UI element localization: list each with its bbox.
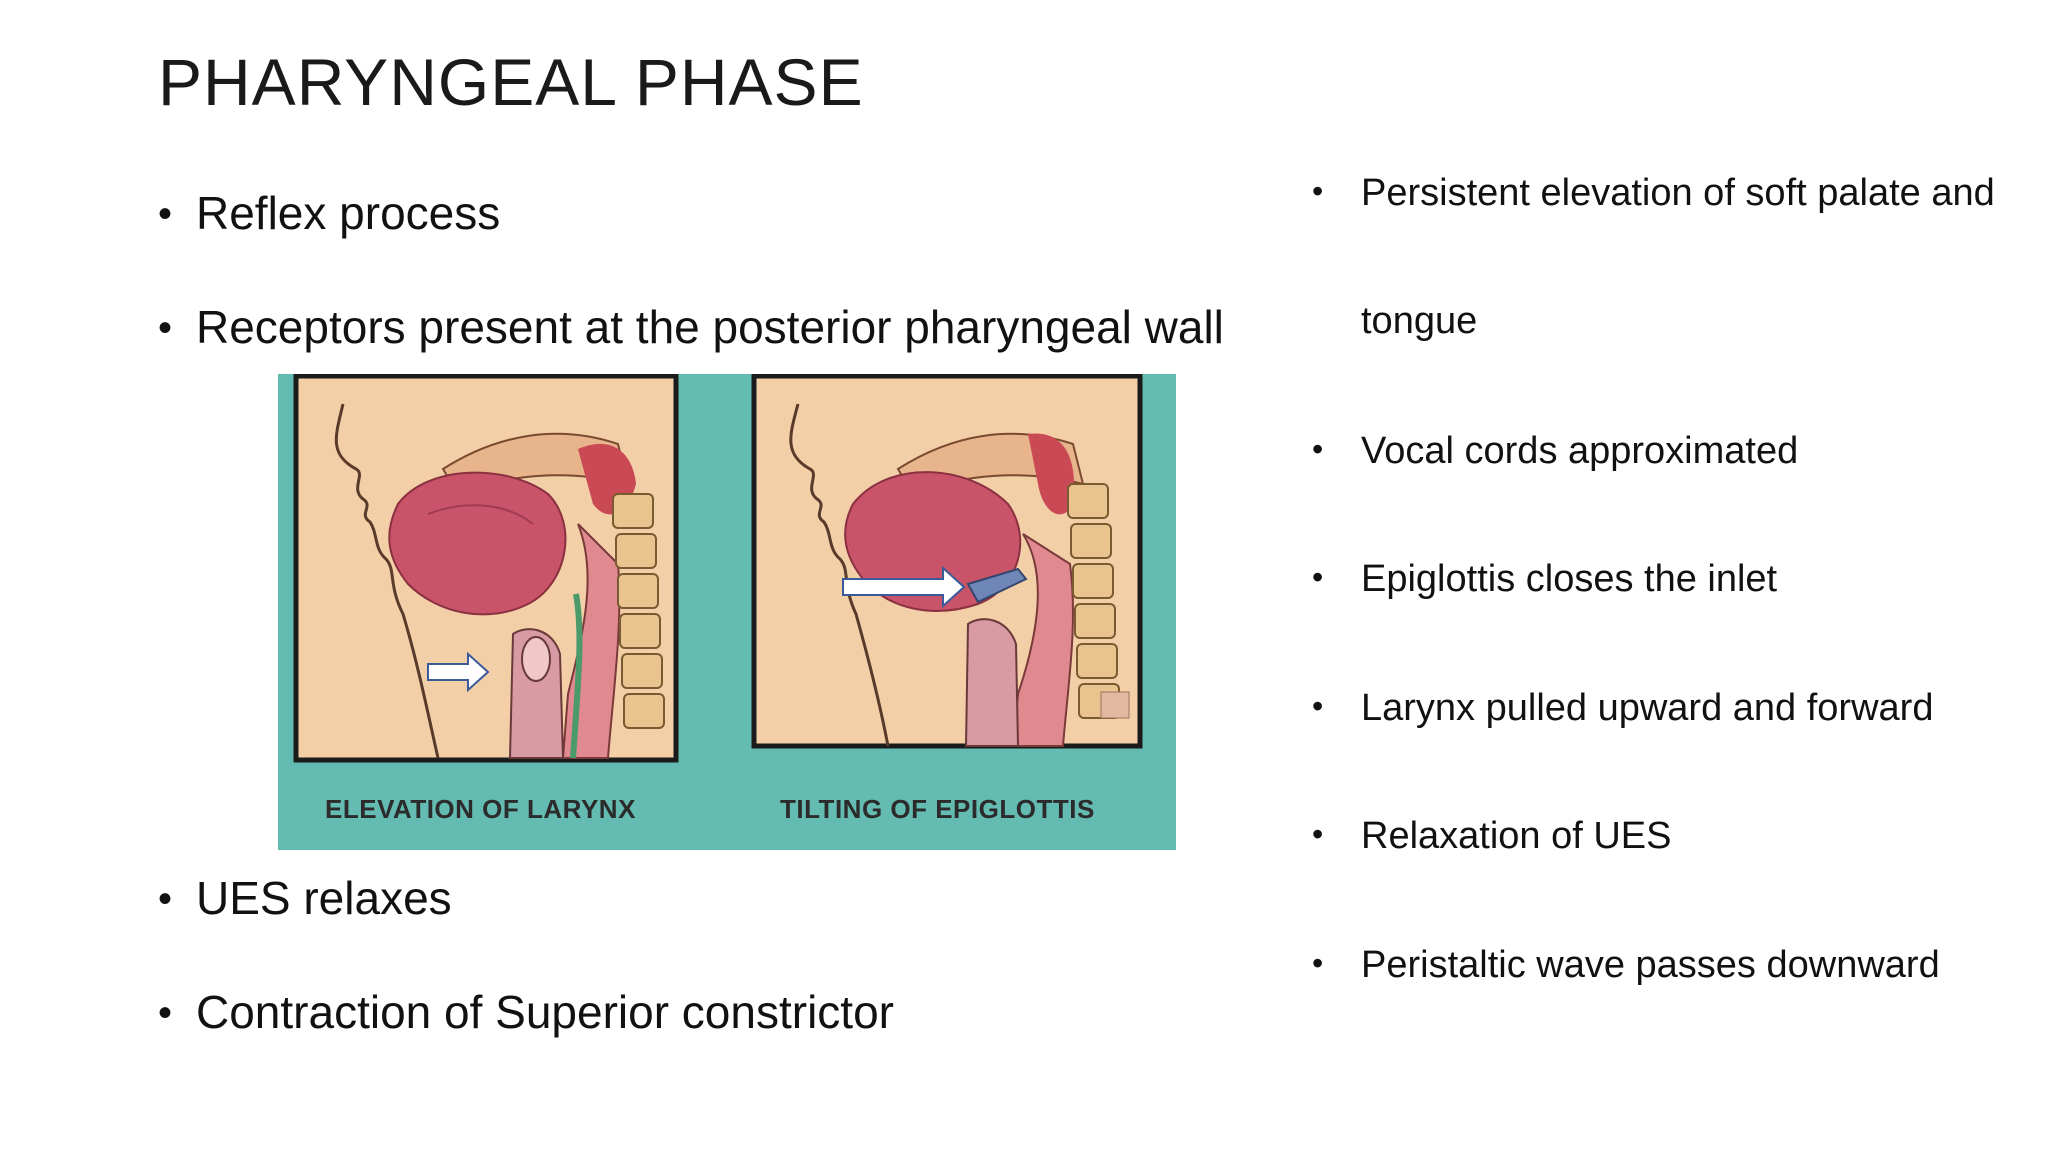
bullet-icon: • <box>158 192 173 236</box>
right-bullet-item: • Persistent elevation of soft palate and <box>1312 172 1995 215</box>
bullet-text: Receptors present at the posterior phary… <box>196 301 1224 353</box>
bullet-icon: • <box>1312 816 1324 852</box>
panel-elevation-of-larynx <box>293 374 679 763</box>
right-bullet-item: • Larynx pulled upward and forward <box>1312 687 1933 730</box>
bullet-text: Peristaltic wave passes downward <box>1361 944 1940 986</box>
left-bullet-item: • Receptors present at the posterior phar… <box>158 300 1224 354</box>
bullet-text: Contraction of Superior constrictor <box>196 986 894 1038</box>
right-bullet-item: • Epiglottis closes the inlet <box>1312 558 1777 601</box>
swallowing-diagram-figure: ELEVATION OF LARYNX TILTING OF EPIGLOTTI… <box>278 374 1176 850</box>
bullet-icon: • <box>1312 559 1324 595</box>
right-bullet-item: • Relaxation of UES <box>1312 815 1672 858</box>
bullet-text: Larynx pulled upward and forward <box>1361 687 1934 729</box>
bullet-icon: • <box>1312 688 1324 724</box>
bullet-icon: • <box>1312 173 1324 209</box>
left-bullet-item: • Contraction of Superior constrictor <box>158 985 894 1039</box>
bullet-icon: • <box>158 877 173 921</box>
bullet-text: Vocal cords approximated <box>1361 430 1799 472</box>
bullet-icon: • <box>1312 945 1324 981</box>
bullet-icon: • <box>158 991 173 1035</box>
diagram-illustration <box>293 374 1143 763</box>
left-bullet-item: • UES relaxes <box>158 871 452 925</box>
bullet-text: tongue <box>1361 300 1478 342</box>
left-bullet-item: • Reflex process <box>158 186 500 240</box>
arrow-right-icon <box>427 651 490 693</box>
bullet-text: Relaxation of UES <box>1361 815 1672 857</box>
panel-tilting-of-epiglottis <box>751 374 1143 749</box>
bullet-text: UES relaxes <box>196 872 452 924</box>
bullet-icon: • <box>158 306 173 350</box>
bullet-text: Persistent elevation of soft palate and <box>1361 172 1995 214</box>
bullet-text: Epiglottis closes the inlet <box>1361 558 1778 600</box>
right-bullet-item: • Peristaltic wave passes downward <box>1312 944 1940 987</box>
caption-elevation-of-larynx: ELEVATION OF LARYNX <box>325 794 636 824</box>
bullet-text: Reflex process <box>196 187 501 239</box>
slide-title: PHARYNGEAL PHASE <box>158 45 864 119</box>
right-bullet-item: • Vocal cords approximated <box>1312 430 1798 473</box>
bullet-icon: • <box>1312 431 1324 467</box>
arrow-right-icon <box>842 565 966 609</box>
caption-tilting-of-epiglottis: TILTING OF EPIGLOTTIS <box>780 794 1095 824</box>
